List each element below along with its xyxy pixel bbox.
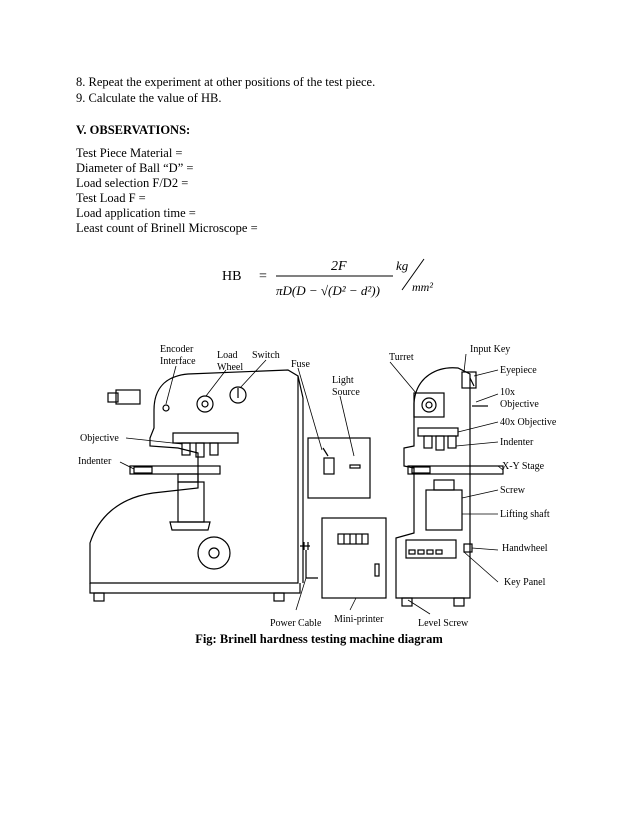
label-40x-objective: 40x Objective: [500, 417, 557, 428]
step-9: 9. Calculate the value of HB.: [76, 91, 222, 105]
mini-printer-box: [321, 517, 387, 599]
formula-equals: =: [259, 269, 267, 284]
encoder-interface-knob: [162, 404, 170, 412]
label-lifting-shaft: Lifting shaft: [500, 509, 550, 520]
machine-drawing: [89, 367, 504, 607]
label-objective-left: Objective: [80, 433, 119, 444]
power-cable-connector: [300, 542, 310, 550]
label-handwheel: Handwheel: [502, 543, 548, 554]
switch-knob: [229, 386, 247, 404]
label-screw: Screw: [500, 485, 526, 496]
label-key-panel: Key Panel: [504, 577, 546, 588]
key-panel: [405, 539, 457, 559]
label-eyepiece: Eyepiece: [500, 365, 537, 376]
right-eyepiece: [461, 371, 477, 389]
label-indenter-left: Indenter: [78, 456, 112, 467]
formula-numerator: 2F: [331, 259, 347, 274]
label-switch: Switch: [252, 350, 280, 361]
right-turret: [417, 427, 459, 437]
section-heading: V. OBSERVATIONS:: [76, 123, 191, 137]
left-lifting-shaft: [177, 481, 205, 523]
formula-denominator: πD(D − √(D² − d²)): [276, 283, 380, 298]
label-level-screw: Level Screw: [418, 618, 469, 629]
figure-caption: Fig: Brinell hardness testing machine di…: [195, 632, 443, 646]
label-xy-stage: X-Y Stage: [502, 461, 545, 472]
right-lifting-shaft: [425, 489, 463, 531]
label-fuse: Fuse: [291, 359, 310, 370]
observation-line: Test Load F =: [76, 191, 146, 205]
label-power-cable: Power Cable: [270, 618, 322, 629]
observation-line: Load selection F/D2 =: [76, 176, 189, 190]
left-turret: [172, 432, 239, 444]
brinell-formula: HB = 2F πD(D − √(D² − d²)) kg mm²: [222, 258, 433, 298]
left-handwheel: [197, 536, 231, 570]
left-machine-body: [89, 369, 299, 584]
label-turret: Turret: [389, 352, 414, 363]
label-indenter-right: Indenter: [500, 437, 534, 448]
left-machine-base: [89, 583, 301, 594]
left-eyepiece: [115, 389, 141, 405]
left-xy-stage: [129, 465, 221, 475]
label-mini-printer: Mini-printer: [334, 614, 384, 625]
step-8: 8. Repeat the experiment at other positi…: [76, 75, 376, 89]
observation-line: Diameter of Ball “D” =: [76, 161, 194, 175]
load-wheel: [196, 395, 214, 413]
formula-unit-numerator: kg: [396, 258, 409, 273]
observation-line: Least count of Brinell Microscope =: [76, 221, 258, 235]
observation-line: Test Piece Material =: [76, 146, 183, 160]
leader-lines: [119, 353, 504, 615]
unit-slash: [401, 258, 425, 291]
right-machine-body: [395, 367, 471, 599]
light-source-panel: [307, 437, 371, 499]
observation-line: Load application time =: [76, 206, 196, 220]
formula-lhs: HB: [222, 269, 241, 284]
label-input-key: Input Key: [470, 344, 510, 355]
formula-unit-denominator: mm²: [412, 280, 433, 294]
